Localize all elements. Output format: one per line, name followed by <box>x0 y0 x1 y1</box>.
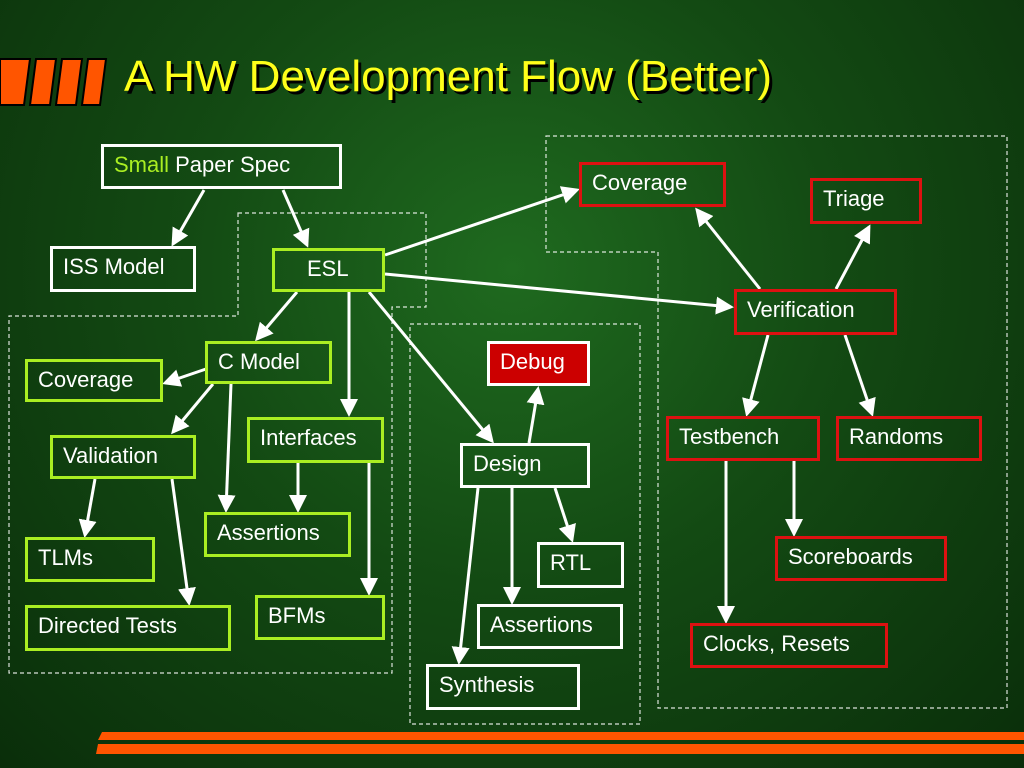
spec-label: Paper Spec <box>169 152 291 177</box>
assertions-left-box: Assertions <box>204 512 351 557</box>
assertions-left-label: Assertions <box>217 520 320 545</box>
coverage-left-box: Coverage <box>25 359 163 402</box>
randoms-box: Randoms <box>836 416 982 461</box>
arrow-esl-to-c-model <box>255 291 299 342</box>
synthesis-label: Synthesis <box>439 672 535 697</box>
verification-label: Verification <box>747 297 855 322</box>
debug-label: Debug <box>500 349 565 374</box>
verification-group-outline <box>545 135 1008 709</box>
bfms-box: BFMs <box>255 595 385 640</box>
triage-label: Triage <box>823 186 885 211</box>
triage-box: Triage <box>810 178 922 224</box>
page-title: A HW Development Flow (Better) <box>124 52 772 101</box>
arrow-validation-to-tlms <box>78 478 97 538</box>
esl-label: ESL <box>307 256 349 281</box>
arrow-esl-to-verification <box>384 272 734 315</box>
spec-accent-label: Small <box>114 152 170 177</box>
interfaces-box: Interfaces <box>247 417 384 463</box>
iss-model-box: ISS Model <box>50 246 196 292</box>
verification-box: Verification <box>734 289 897 335</box>
spec-box: Small Paper Spec <box>101 144 342 189</box>
arrow-verification-to-triage <box>834 224 871 290</box>
arrow-design-to-rtl <box>553 487 576 543</box>
debug-box: Debug <box>487 341 590 386</box>
footer-accent-bars <box>96 732 1024 754</box>
validation-label: Validation <box>63 443 158 468</box>
arrow-verification-to-randoms <box>843 334 876 417</box>
arrow-spec-to-iss-model <box>171 189 206 247</box>
testbench-box: Testbench <box>666 416 820 461</box>
arrow-design-to-synthesis <box>451 487 480 665</box>
arrow-c-model-to-validation <box>171 383 215 435</box>
tlms-box: TLMs <box>25 537 155 582</box>
design-box: Design <box>460 443 590 488</box>
esl-box: ESL <box>272 248 385 292</box>
clocks-resets-box: Clocks, Resets <box>690 623 888 668</box>
c-model-label: C Model <box>218 349 300 374</box>
title-accent-bars <box>0 58 108 106</box>
arrow-spec-to-esl <box>281 189 310 248</box>
testbench-label: Testbench <box>679 424 780 449</box>
directed-tests-box: Directed Tests <box>25 605 231 651</box>
c-model-box: C Model <box>205 341 332 384</box>
bfms-label: BFMs <box>268 603 326 628</box>
coverage-top-box: Coverage <box>579 162 726 207</box>
arrow-c-model-to-coverage-left <box>162 367 207 387</box>
directed-tests-label: Directed Tests <box>38 613 177 638</box>
esl-group-outline <box>8 212 427 674</box>
arrow-c-model-to-assertions-left <box>217 383 236 513</box>
assertions-mid-box: Assertions <box>477 604 623 649</box>
arrow-design-to-debug <box>526 386 545 444</box>
coverage-left-label: Coverage <box>38 367 134 392</box>
synthesis-box: Synthesis <box>426 664 580 710</box>
rtl-box: RTL <box>537 542 624 588</box>
scoreboards-label: Scoreboards <box>788 544 913 569</box>
randoms-label: Randoms <box>849 424 944 449</box>
interfaces-label: Interfaces <box>260 425 357 450</box>
arrow-esl-to-design <box>367 291 494 444</box>
arrow-verification-to-coverage-top <box>695 207 762 290</box>
design-label: Design <box>473 451 542 476</box>
coverage-top-label: Coverage <box>592 170 688 195</box>
rtl-label: RTL <box>550 550 592 575</box>
arrow-validation-to-directed-tests <box>170 478 196 606</box>
tlms-label: TLMs <box>38 545 93 570</box>
arrow-verification-to-testbench <box>742 334 770 417</box>
iss-model-label: ISS Model <box>63 254 165 279</box>
arrow-esl-to-coverage-top <box>384 186 580 257</box>
clocks-resets-label: Clocks, Resets <box>703 631 850 656</box>
design-group-outline <box>409 323 641 725</box>
assertions-mid-label: Assertions <box>490 612 593 637</box>
scoreboards-box: Scoreboards <box>775 536 947 581</box>
validation-box: Validation <box>50 435 196 479</box>
